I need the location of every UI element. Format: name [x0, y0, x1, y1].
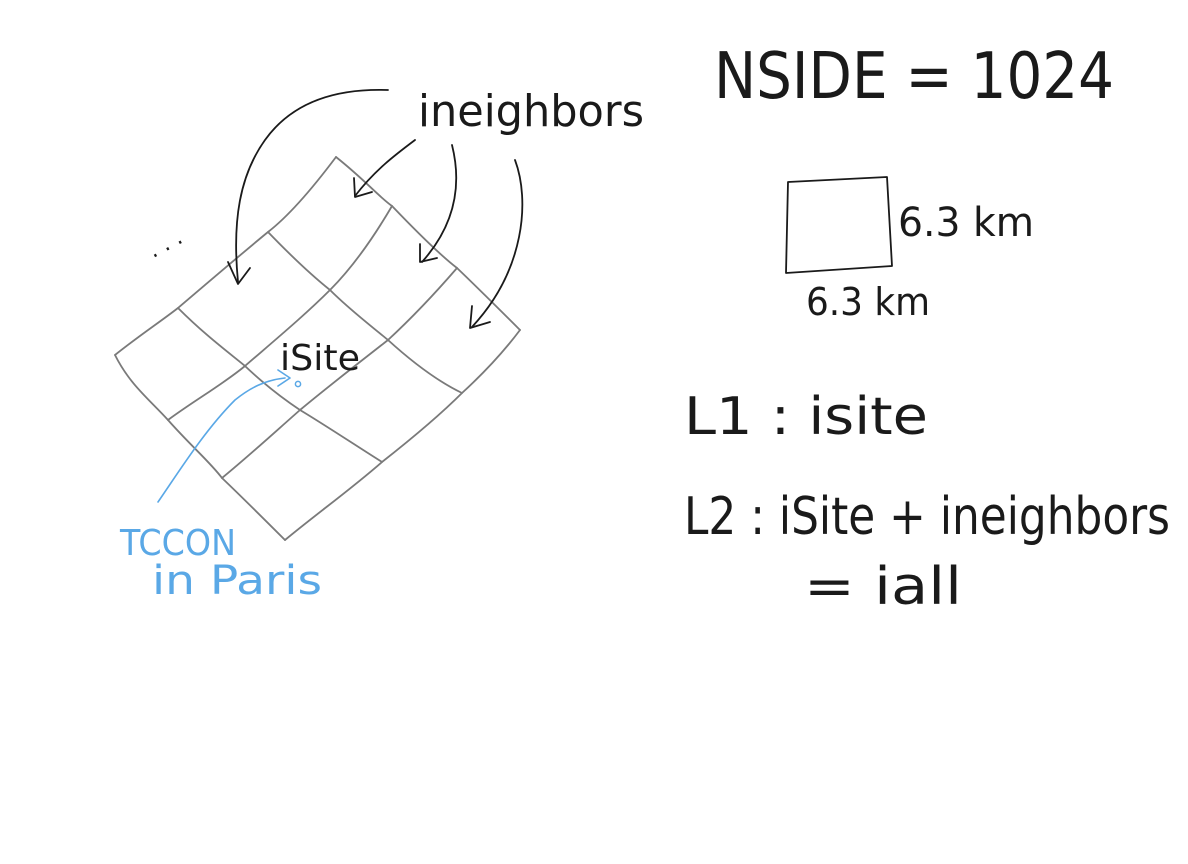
- grid-line: [114, 354, 169, 421]
- ellipsis-label: . . .: [144, 225, 187, 263]
- isite-grid-label: iSite: [280, 338, 360, 379]
- ineighbors-label: ineighbors: [418, 86, 644, 137]
- tccon-site-dot: [294, 380, 302, 388]
- grid-line: [167, 205, 393, 421]
- arrowhead-icon: [353, 177, 373, 198]
- side-right-label: 6.3 km: [898, 200, 1034, 246]
- neighbor-arrows: [227, 88, 524, 329]
- grid-line: [387, 339, 463, 394]
- grid-line: [456, 267, 521, 331]
- arrow-top: [354, 139, 416, 197]
- l1-label: L1 : isite: [684, 387, 928, 447]
- grid-line: [329, 289, 389, 341]
- grid-line: [299, 409, 383, 463]
- grid-line: [221, 477, 286, 541]
- side-bottom-label: 6.3 km: [806, 280, 930, 324]
- healpix-grid: [114, 156, 521, 541]
- arrow-mid: [421, 144, 458, 263]
- pixel-square: [785, 176, 893, 274]
- grid-line: [244, 365, 301, 411]
- tccon-marker: [157, 369, 302, 503]
- grid-line: [177, 307, 246, 367]
- l2-result-label: = iall: [804, 557, 962, 617]
- arrowhead-icon: [469, 305, 491, 329]
- grid-line: [114, 156, 337, 356]
- arrow-right: [471, 159, 524, 328]
- tccon-arrow: [157, 377, 286, 503]
- grid-line: [391, 205, 458, 269]
- l2-label: L2 : iSite + ineighbors: [684, 487, 1170, 547]
- in-paris-label: in Paris: [152, 558, 322, 604]
- grid-line: [267, 231, 331, 291]
- tccon-label: TCCON: [119, 523, 236, 564]
- arrowhead-icon: [227, 261, 251, 285]
- grid-line: [284, 329, 521, 541]
- grid-line: [167, 419, 223, 479]
- arrow-left: [235, 88, 389, 283]
- arrowhead-icon: [419, 243, 438, 263]
- nside-label: NSIDE = 1024: [714, 40, 1114, 114]
- arrowhead-icon: [277, 369, 291, 387]
- grid-line: [221, 267, 458, 479]
- grid-line: [335, 156, 393, 207]
